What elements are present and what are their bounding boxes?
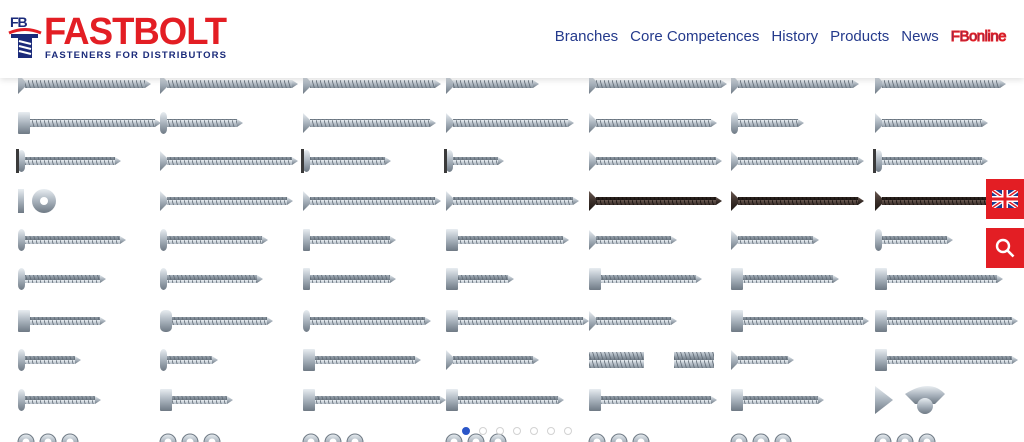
slider-dot[interactable]	[496, 427, 504, 435]
search-button[interactable]	[986, 228, 1024, 268]
slider-dot[interactable]	[462, 427, 470, 435]
main-nav: Branches Core Competences History Produc…	[554, 28, 1007, 46]
fastener-collage-image	[16, 74, 1018, 442]
logo-badge: FB	[8, 14, 42, 60]
slider-dot[interactable]	[564, 427, 572, 435]
nav-products[interactable]: Products	[830, 28, 890, 45]
site-header: FB FASTBOLT FASTENERS FOR DISTRIBUTORS B…	[0, 0, 1024, 78]
slider-pagination	[462, 427, 572, 435]
search-icon	[995, 238, 1015, 258]
bolt-logo-icon	[8, 28, 42, 58]
nav-fbonline[interactable]: FBonline	[950, 28, 1007, 46]
uk-flag-icon	[992, 190, 1018, 208]
hero-product-gallery	[0, 70, 1024, 442]
nav-branches[interactable]: Branches	[554, 28, 619, 45]
slider-dot[interactable]	[479, 427, 487, 435]
logo[interactable]: FB FASTBOLT FASTENERS FOR DISTRIBUTORS	[8, 11, 258, 64]
slider-dot[interactable]	[547, 427, 555, 435]
slider-dot[interactable]	[513, 427, 521, 435]
logo-title: FASTBOLT	[44, 11, 227, 53]
nav-history[interactable]: History	[771, 28, 819, 45]
slider-dot[interactable]	[530, 427, 538, 435]
language-button[interactable]	[986, 179, 1024, 219]
logo-subtitle: FASTENERS FOR DISTRIBUTORS	[45, 50, 228, 61]
nav-core-competences[interactable]: Core Competences	[630, 28, 760, 45]
logo-badge-text: FB	[10, 14, 28, 30]
nav-news[interactable]: News	[901, 28, 939, 45]
